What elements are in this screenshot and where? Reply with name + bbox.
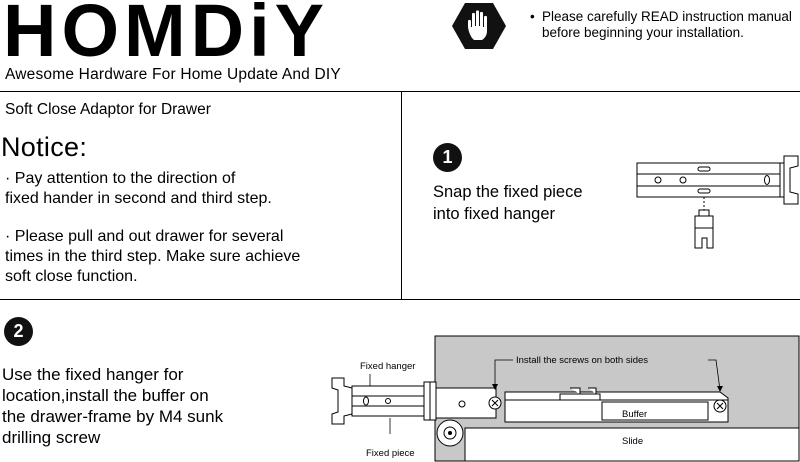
brand-tagline: Awesome Hardware For Home Update And DIY xyxy=(5,66,341,83)
label-buffer: Buffer xyxy=(622,409,648,420)
step-2-line-2: location,install the buffer on xyxy=(2,386,209,405)
step-2-badge: 2 xyxy=(4,317,33,346)
warning-bullet: • xyxy=(530,9,535,24)
notice-title: Notice: xyxy=(1,132,88,162)
brand-logo: HOMDiY xyxy=(3,0,329,72)
notice-point-2-line-1: · Please pull and out drawer for several xyxy=(5,228,284,245)
step-1-line-1: Snap the fixed piece xyxy=(433,183,583,201)
label-install-screws: Install the screws on both sides xyxy=(516,355,649,366)
label-slide: Slide xyxy=(622,436,644,447)
step-1-badge: 1 xyxy=(433,143,462,172)
step-2-line-1: Use the fixed hanger for xyxy=(2,365,184,384)
warning-line-1: Please carefully READ instruction manual xyxy=(542,9,792,24)
notice-point-2-line-3: soft close function. xyxy=(5,268,138,285)
divider-middle xyxy=(0,299,800,300)
slide-rail xyxy=(464,427,800,462)
divider-top xyxy=(0,91,800,92)
warning-line-2: before beginning your installation. xyxy=(542,25,744,40)
label-fixed-piece: Fixed piece xyxy=(366,448,415,459)
step-1-line-2: into fixed hanger xyxy=(433,205,556,223)
notice-point-1-line-1: · Pay attention to the direction of xyxy=(5,170,236,187)
hand-stop-icon xyxy=(452,3,506,49)
step-2-line-4: drilling screw xyxy=(2,428,101,447)
step-1-illustration xyxy=(636,155,799,249)
divider-vertical xyxy=(401,91,402,300)
notice-point-2-line-2: times in the third step. Make sure achie… xyxy=(5,248,301,265)
notice-point-1-line-2: fixed hander in second and third step. xyxy=(5,190,272,207)
step-2-illustration xyxy=(331,335,800,462)
product-title: Soft Close Adaptor for Drawer xyxy=(5,101,211,118)
label-fixed-hanger: Fixed hanger xyxy=(360,361,416,372)
step-2-line-3: the drawer-frame by M4 sunk xyxy=(2,407,224,426)
